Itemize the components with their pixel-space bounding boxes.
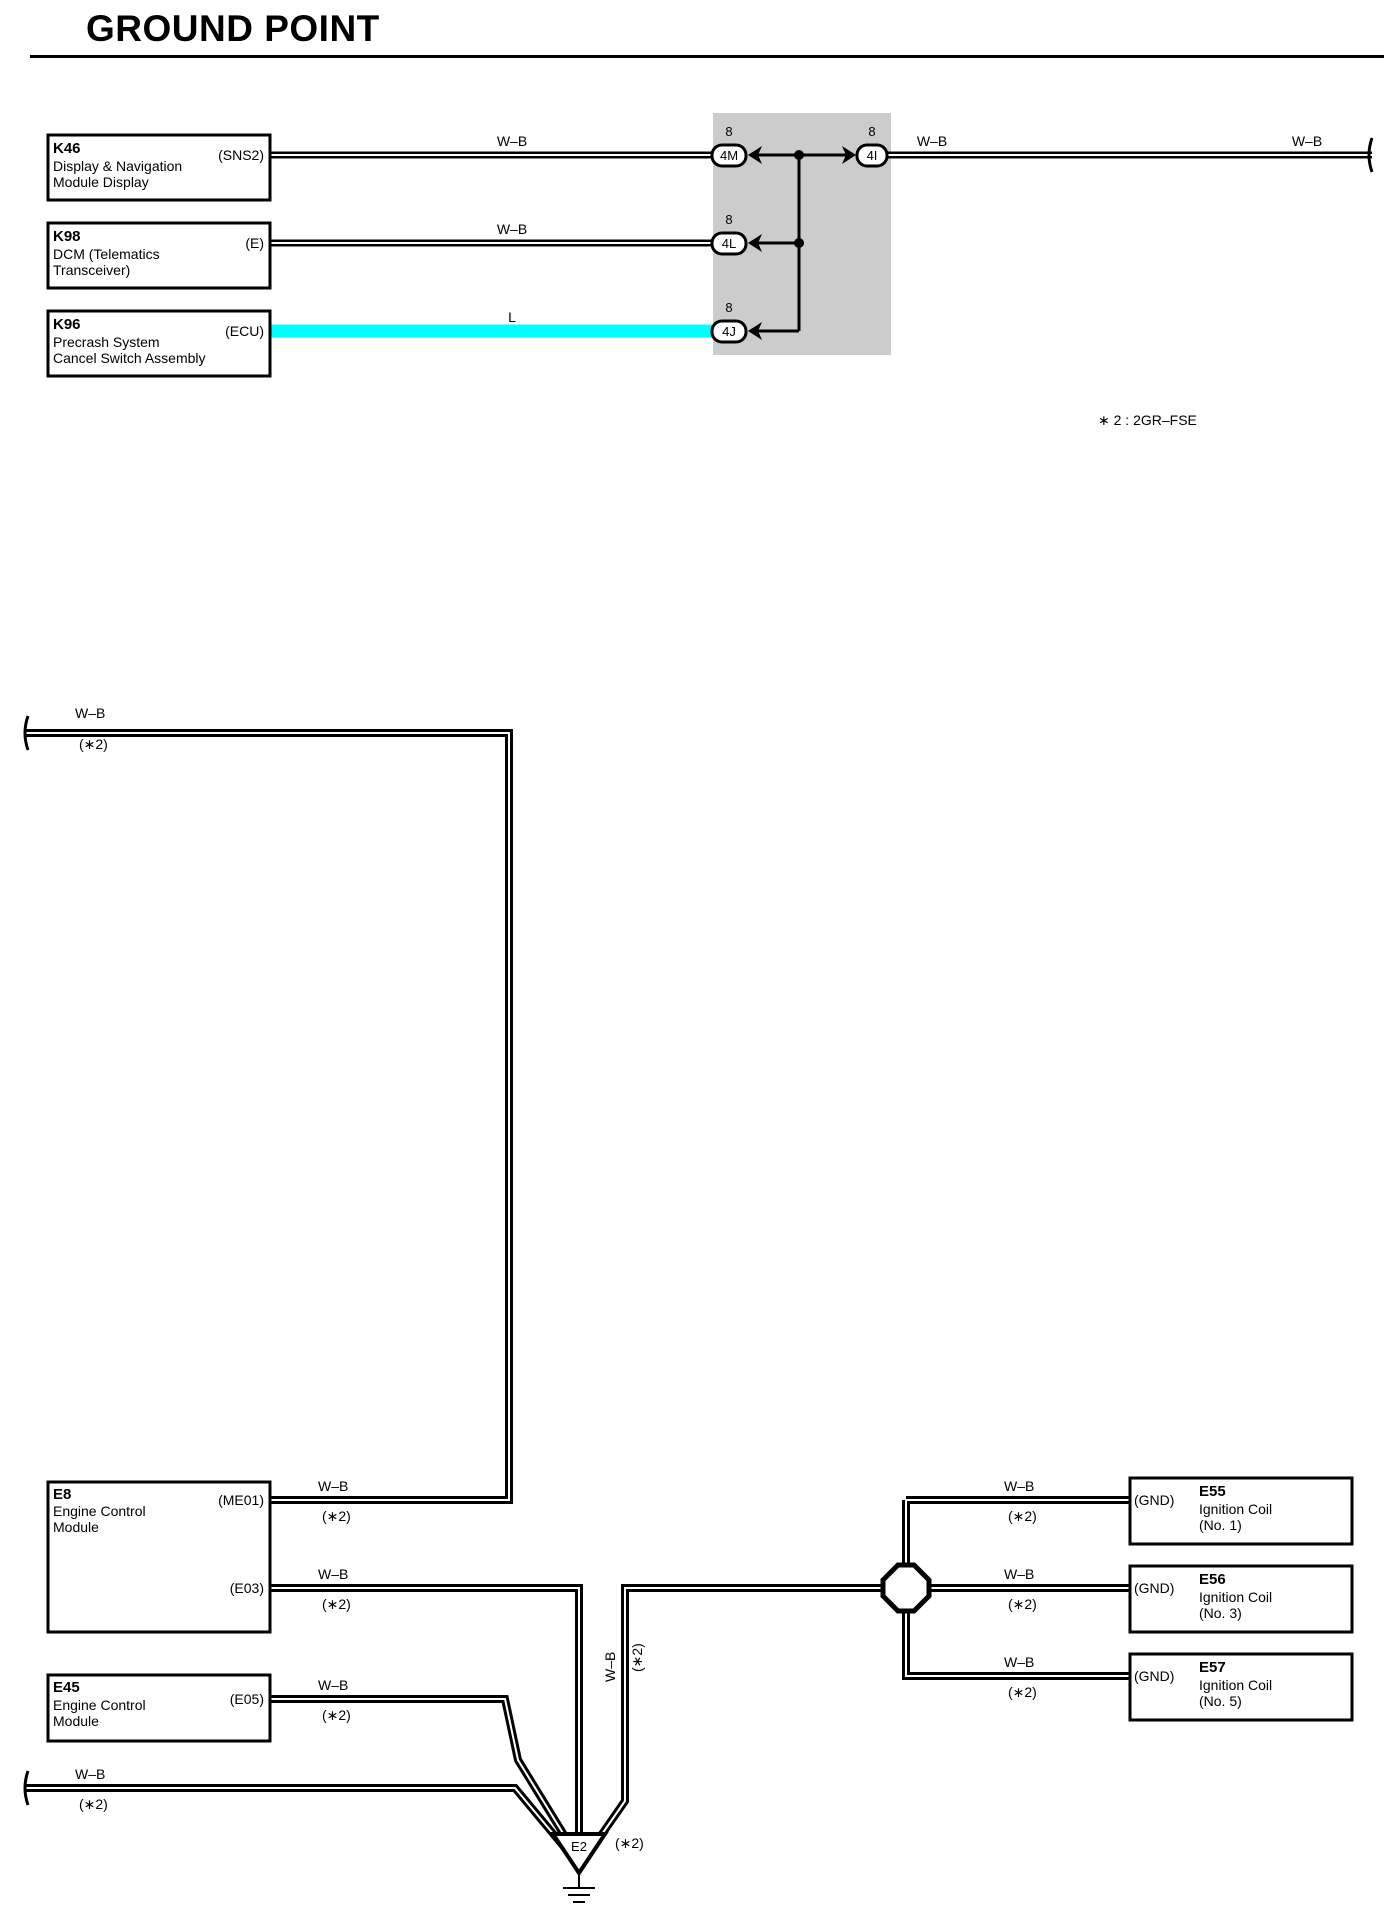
footnote: ∗ 2 : 2GR–FSE (1098, 412, 1197, 428)
component-e45: E45 Engine Control Module (E05) (46, 1673, 272, 1743)
svg-text:W–B: W–B (75, 705, 105, 721)
svg-text:Transceiver): Transceiver) (53, 262, 130, 278)
component-e56: (GND) E56 Ignition Coil (No. 3) (1128, 1564, 1354, 1634)
svg-text:Precrash System: Precrash System (53, 334, 160, 350)
component-k98: K98 DCM (Telematics Transceiver) (E) (46, 221, 272, 290)
svg-text:W–B: W–B (1004, 1654, 1034, 1670)
svg-text:(E03): (E03) (230, 1580, 264, 1596)
svg-text:(ME01): (ME01) (218, 1492, 264, 1508)
svg-text:Ignition Coil: Ignition Coil (1199, 1589, 1272, 1605)
component-e57: (GND) E57 Ignition Coil (No. 5) (1128, 1652, 1354, 1722)
connector-arrows (748, 146, 856, 340)
svg-text:Ignition Coil: Ignition Coil (1199, 1677, 1272, 1693)
svg-text:E8: E8 (53, 1486, 71, 1503)
svg-text:(∗2): (∗2) (615, 1835, 644, 1851)
svg-text:Module Display: Module Display (53, 174, 149, 190)
svg-text:W–B: W–B (1004, 1566, 1034, 1582)
svg-text:W–B: W–B (1004, 1478, 1034, 1494)
svg-text:4L: 4L (722, 236, 736, 251)
splice-dot (794, 150, 804, 160)
component-k46: K46 Display & Navigation Module Display … (46, 133, 272, 202)
svg-text:(∗2): (∗2) (322, 1596, 351, 1612)
component-e55: (GND) E55 Ignition Coil (No. 1) (1128, 1476, 1354, 1546)
svg-text:(∗2): (∗2) (1008, 1508, 1037, 1524)
svg-text:(∗2): (∗2) (1008, 1684, 1037, 1700)
svg-text:(E): (E) (245, 235, 264, 251)
svg-text:(∗2): (∗2) (79, 736, 108, 752)
svg-text:(∗2): (∗2) (1008, 1596, 1037, 1612)
svg-text:Engine Control: Engine Control (53, 1697, 146, 1713)
connector-4M: 4M 8 (710, 124, 748, 168)
svg-text:8: 8 (868, 124, 875, 139)
svg-text:K96: K96 (53, 316, 81, 333)
bottom-wires (26, 729, 1130, 1863)
splice-octagon (880, 1562, 932, 1614)
svg-text:Ignition Coil: Ignition Coil (1199, 1501, 1272, 1517)
svg-text:(No. 1): (No. 1) (1199, 1517, 1242, 1533)
svg-text:(∗2): (∗2) (79, 1796, 108, 1812)
svg-text:K46: K46 (53, 140, 81, 157)
svg-text:(No. 3): (No. 3) (1199, 1605, 1242, 1621)
component-e8: E8 Engine Control Module (ME01) (E03) (46, 1480, 272, 1634)
wire-label: L (508, 309, 516, 325)
svg-text:(∗2): (∗2) (322, 1508, 351, 1524)
svg-text:E56: E56 (1199, 1571, 1226, 1588)
svg-text:Display & Navigation: Display & Navigation (53, 158, 182, 174)
bottom-wire-labels: W–B (∗2) W–B (∗2) W–B (∗2) W–B (∗2) W–B … (75, 705, 1037, 1812)
connector-4J: 4J 8 (710, 300, 748, 344)
ground-icon: E2 (∗2) (549, 1832, 644, 1903)
svg-text:(GND): (GND) (1134, 1580, 1174, 1596)
svg-text:8: 8 (725, 212, 732, 227)
splice-dot (794, 238, 804, 248)
svg-text:(GND): (GND) (1134, 1492, 1174, 1508)
wire-label: W–B (497, 133, 527, 149)
svg-text:W–B: W–B (318, 1677, 348, 1693)
svg-text:DCM (Telematics: DCM (Telematics (53, 246, 160, 262)
svg-text:E2: E2 (571, 1839, 587, 1854)
wire-label: W–B (917, 133, 947, 149)
svg-text:E55: E55 (1199, 1483, 1226, 1500)
svg-text:(ECU): (ECU) (225, 323, 264, 339)
svg-text:K98: K98 (53, 228, 81, 245)
svg-text:Module: Module (53, 1713, 99, 1729)
connector-4I: 4I 8 (855, 124, 889, 168)
svg-text:Cancel Switch Assembly: Cancel Switch Assembly (53, 350, 206, 366)
svg-text:E45: E45 (53, 1679, 80, 1696)
wire-break-icon (1367, 137, 1374, 173)
svg-text:Module: Module (53, 1519, 99, 1535)
svg-text:W–B: W–B (75, 1766, 105, 1782)
svg-text:4I: 4I (867, 148, 878, 163)
wire-label: W–B (1292, 133, 1322, 149)
svg-text:W–B: W–B (318, 1566, 348, 1582)
wire-break-icon (23, 1770, 30, 1806)
svg-text:(No. 5): (No. 5) (1199, 1693, 1242, 1709)
svg-text:4M: 4M (720, 148, 738, 163)
svg-text:(GND): (GND) (1134, 1668, 1174, 1684)
svg-text:(SNS2): (SNS2) (218, 147, 264, 163)
svg-text:Engine Control: Engine Control (53, 1503, 146, 1519)
svg-text:(∗2): (∗2) (629, 1643, 645, 1672)
svg-text:E57: E57 (1199, 1659, 1226, 1676)
title-divider (30, 55, 1384, 58)
svg-text:4J: 4J (722, 324, 736, 339)
svg-text:8: 8 (725, 300, 732, 315)
svg-text:W–B: W–B (602, 1652, 618, 1682)
svg-text:W–B: W–B (318, 1478, 348, 1494)
svg-text:(E05): (E05) (230, 1691, 264, 1707)
page-title: GROUND POINT (86, 8, 380, 49)
wire-label: W–B (497, 221, 527, 237)
wire-break-icon (23, 715, 30, 751)
connector-4L: 4L 8 (710, 212, 748, 256)
svg-text:(∗2): (∗2) (322, 1707, 351, 1723)
component-k96: K96 Precrash System Cancel Switch Assemb… (46, 309, 272, 378)
svg-text:8: 8 (725, 124, 732, 139)
